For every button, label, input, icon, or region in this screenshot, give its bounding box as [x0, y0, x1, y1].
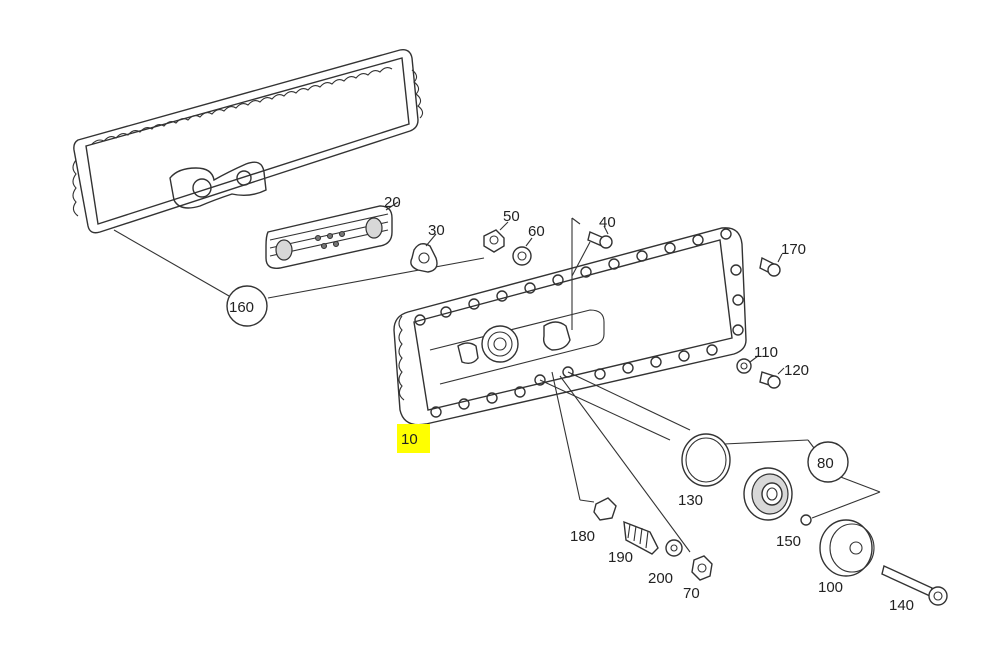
- filter-part-80: [743, 467, 793, 521]
- callout-170: 170: [781, 241, 806, 258]
- callout-160: 160: [229, 299, 254, 316]
- leader-line: [267, 257, 485, 299]
- gasket-part-30: [410, 243, 438, 273]
- callout-140: 140: [889, 597, 914, 614]
- callout-130: 130: [678, 492, 703, 509]
- cover-part-100: [819, 519, 875, 577]
- callout-40: 40: [599, 214, 616, 231]
- plug-part-50: [483, 229, 505, 253]
- callout-190: 190: [608, 549, 633, 566]
- callout-80: 80: [817, 455, 834, 472]
- callout-20: 20: [384, 194, 401, 211]
- washer-part-200: [665, 539, 683, 557]
- callout-180: 180: [570, 528, 595, 545]
- callout-circle-160: [226, 285, 268, 327]
- callout-60: 60: [528, 223, 545, 240]
- callout-110: 110: [754, 344, 778, 361]
- callout-200: 200: [648, 570, 673, 587]
- callout-circle-80: [807, 441, 849, 483]
- callout-10: 10: [401, 431, 418, 448]
- callout-120: 120: [784, 362, 809, 379]
- callout-50: 50: [503, 208, 520, 225]
- leader-line: [539, 379, 671, 441]
- highlight-box: [397, 424, 430, 453]
- callout-30: 30: [428, 222, 445, 239]
- screw-part-40: [587, 231, 613, 249]
- washer-part-110: [736, 358, 752, 374]
- callout-150: 150: [776, 533, 801, 550]
- screw-part-120: [759, 371, 781, 389]
- valve-part-190: [623, 520, 659, 555]
- washer-part-60: [512, 246, 532, 266]
- housing-part-10: [393, 227, 747, 426]
- nut-part-70: [691, 555, 713, 581]
- seal-part-150: [800, 514, 812, 526]
- bolt-part-140: [881, 565, 948, 606]
- oil-cooler-part-20: [265, 205, 393, 269]
- screw-part-170: [759, 256, 781, 277]
- callout-100: 100: [818, 579, 843, 596]
- leader-line: [113, 229, 237, 301]
- gasket-part-160: [72, 48, 424, 234]
- plug-part-180: [593, 497, 617, 521]
- o-ring-part-130: [681, 433, 731, 487]
- callout-70: 70: [683, 585, 700, 602]
